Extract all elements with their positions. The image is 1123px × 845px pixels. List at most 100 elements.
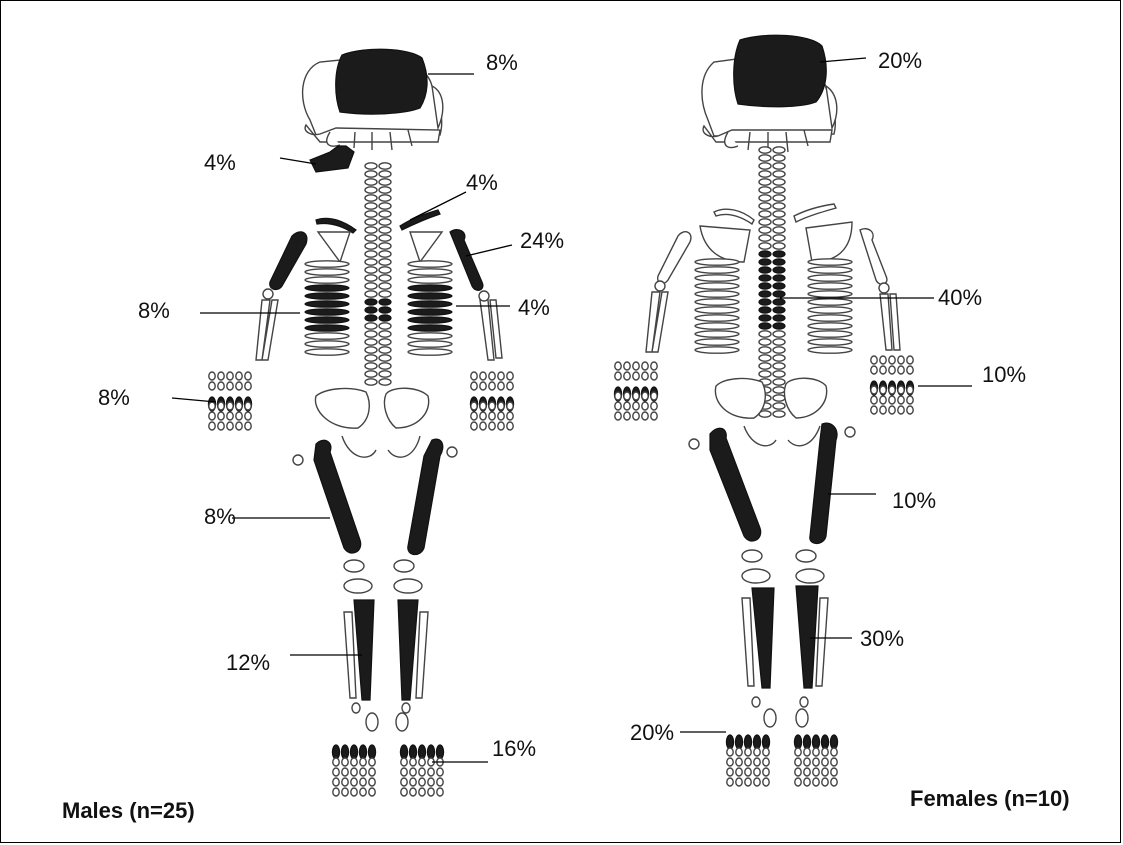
hand-bone [218, 372, 224, 380]
male-pelvis [315, 388, 428, 457]
vertebra [759, 179, 771, 185]
vertebra [759, 283, 771, 289]
foot-bone [763, 748, 769, 756]
rib [305, 277, 349, 283]
vertebra [759, 339, 771, 345]
vertebra [773, 315, 785, 321]
rib [408, 325, 452, 331]
rib [305, 269, 349, 275]
rib [408, 293, 452, 299]
hand-bone [633, 362, 639, 370]
hand-bone [633, 412, 639, 420]
vertebra [759, 195, 771, 201]
vertebra [773, 379, 785, 385]
rib [408, 301, 452, 307]
female-femur-left [810, 423, 837, 543]
vertebra [365, 227, 377, 233]
hand-bone [880, 396, 886, 404]
foot-bone [351, 758, 357, 766]
hand-bone [245, 422, 251, 430]
vertebra [379, 235, 391, 241]
foot-bone [401, 768, 407, 776]
vertebra [365, 315, 377, 321]
foot-bone [401, 788, 407, 796]
group-label-females: Females (n=10) [910, 786, 1070, 811]
vertebra [759, 315, 771, 321]
vertebra [379, 243, 391, 249]
hand-bone [507, 412, 513, 420]
foot-bone [745, 748, 751, 756]
hand-bone [871, 366, 877, 374]
male-humerus-left [450, 230, 483, 291]
vertebra [379, 171, 391, 177]
label-male-cranial-vault: 8% [486, 50, 518, 75]
rib [695, 291, 739, 297]
rib [408, 333, 452, 339]
foot-bone [341, 745, 348, 759]
hand-bone [489, 412, 495, 420]
hand-bone [615, 362, 621, 370]
hand-bone [489, 422, 495, 430]
vertebra [365, 179, 377, 185]
foot-bone [763, 758, 769, 766]
hand-bone [507, 402, 513, 410]
hand-bone [471, 422, 477, 430]
vertebra [365, 195, 377, 201]
foot-bone [360, 758, 366, 766]
foot-bone [342, 778, 348, 786]
hand-bone [471, 372, 477, 380]
foot-bone [342, 758, 348, 766]
foot-bone [812, 735, 819, 749]
rib [808, 259, 852, 265]
foot-bone [401, 778, 407, 786]
hand-bone [624, 362, 630, 370]
foot-bone [745, 778, 751, 786]
hand-bone [236, 402, 242, 410]
hand-bone [907, 396, 913, 404]
foot-bone [822, 758, 828, 766]
vertebra [773, 323, 785, 329]
foot-bone [813, 768, 819, 776]
vertebra [379, 291, 391, 297]
hand-bone [498, 412, 504, 420]
hand-bone [898, 396, 904, 404]
foot-bone [410, 768, 416, 776]
vertebra [379, 179, 391, 185]
foot-bone [437, 768, 443, 776]
hand-bone [245, 372, 251, 380]
rib [305, 317, 349, 323]
hand-bone [489, 402, 495, 410]
vertebra [759, 363, 771, 369]
foot-bone [418, 745, 425, 759]
vertebra [365, 323, 377, 329]
female-ribs [695, 259, 852, 353]
foot-bone [727, 758, 733, 766]
foot-bone [342, 788, 348, 796]
vertebra [759, 187, 771, 193]
vertebra [759, 171, 771, 177]
vertebra [773, 411, 785, 417]
vertebra [759, 299, 771, 305]
rib [808, 291, 852, 297]
foot-bone [401, 758, 407, 766]
vertebra [365, 163, 377, 169]
foot-bone [369, 768, 375, 776]
hand-bone [880, 356, 886, 364]
rib [305, 293, 349, 299]
vertebra [365, 371, 377, 377]
vertebra [759, 163, 771, 169]
hand-bone [498, 372, 504, 380]
vertebra [365, 211, 377, 217]
vertebra [365, 187, 377, 193]
vertebra [365, 307, 377, 313]
vertebra [759, 203, 771, 209]
foot-bone [831, 778, 837, 786]
male-humerus-right [270, 232, 307, 290]
hand-bone [642, 412, 648, 420]
foot-bone [813, 748, 819, 756]
vertebra [773, 187, 785, 193]
foot-bone [409, 745, 416, 759]
vertebra [773, 371, 785, 377]
male-mandible [310, 146, 354, 172]
rib [408, 261, 452, 267]
